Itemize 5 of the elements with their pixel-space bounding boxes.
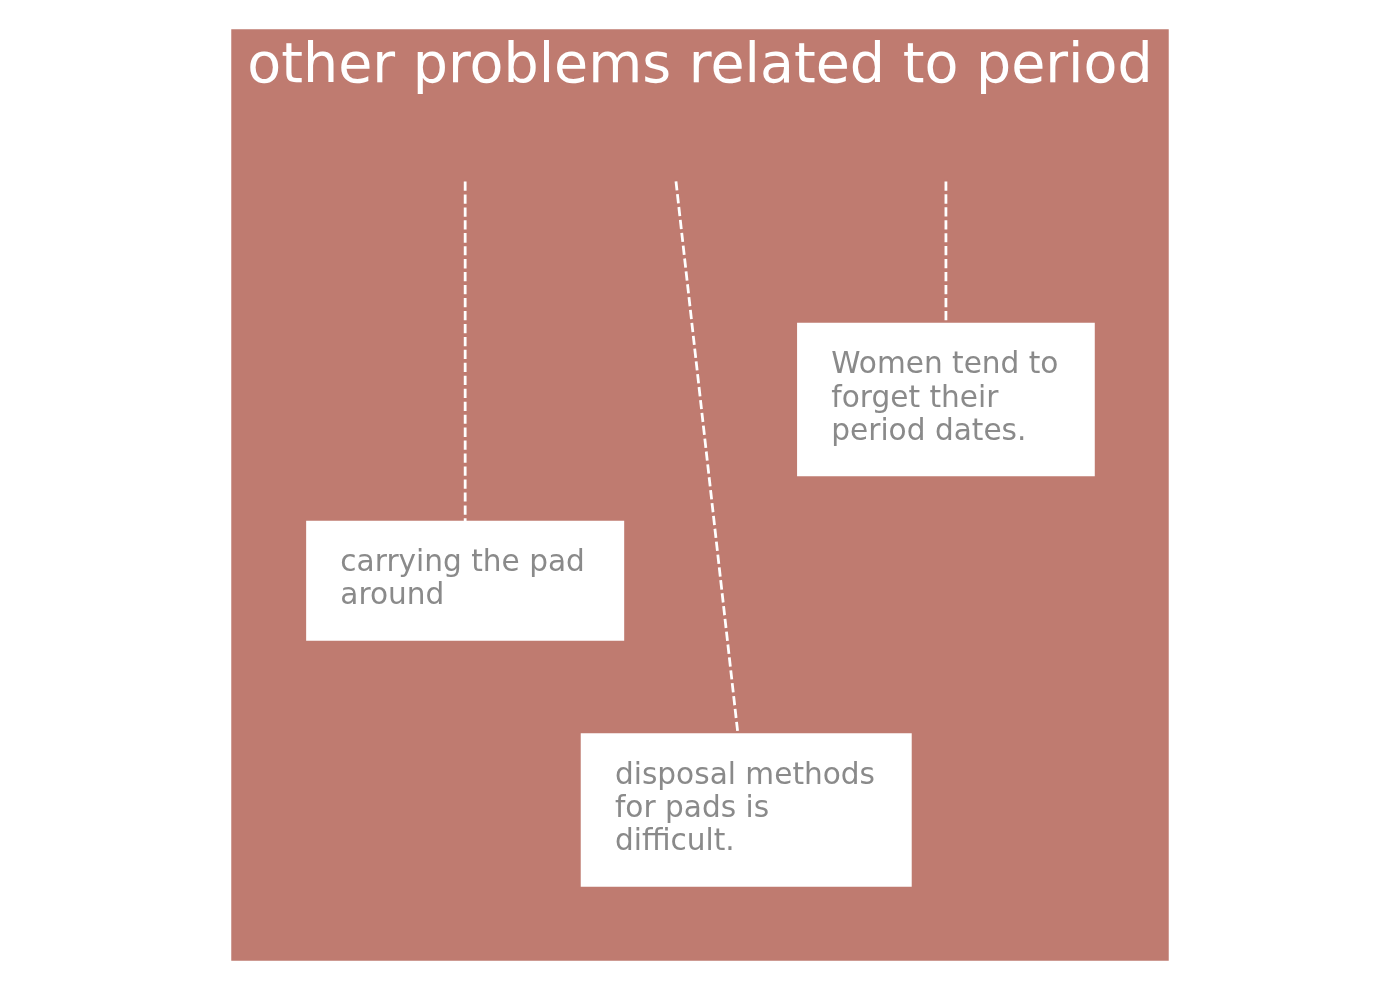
node-box: Women tend to forget their period dates. <box>797 322 1095 477</box>
node-box: carrying the pad around <box>306 520 625 641</box>
connector <box>674 181 740 734</box>
node-box: disposal methods for pads is difficult. <box>580 733 912 887</box>
connector <box>463 181 467 522</box>
